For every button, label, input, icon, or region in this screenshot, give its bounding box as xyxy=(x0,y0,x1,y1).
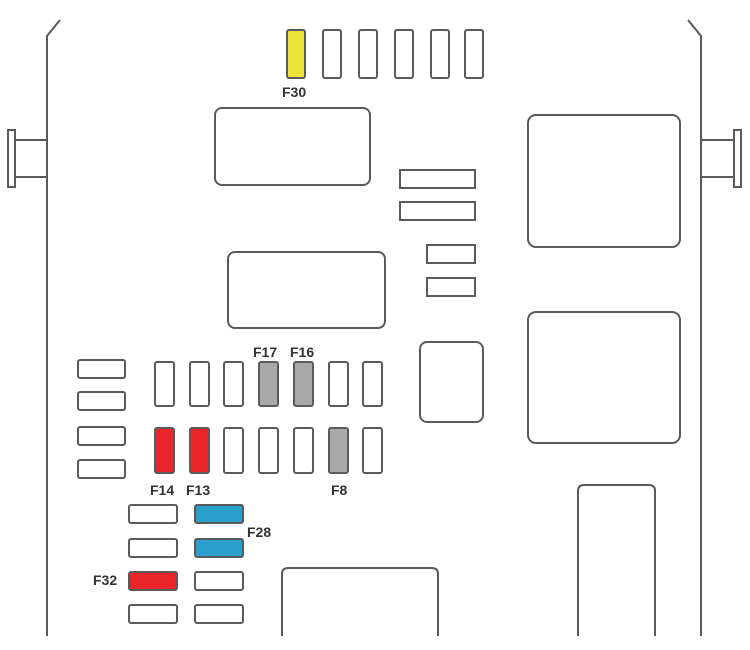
fuse-slot xyxy=(128,604,178,624)
fuse-slot xyxy=(77,459,126,479)
label-f13: F13 xyxy=(186,482,210,498)
housing-left-edge xyxy=(46,19,61,636)
fuse-f17 xyxy=(258,361,279,407)
relay-block xyxy=(214,107,371,186)
fuse-slot xyxy=(154,361,175,407)
fuse-slot xyxy=(426,277,476,297)
fuse-slot xyxy=(258,427,279,474)
fuse-slot xyxy=(464,29,484,79)
relay-block-large xyxy=(527,311,681,444)
fuse-f13 xyxy=(189,427,210,474)
fuse-slot xyxy=(430,29,450,79)
relay-block-bottom xyxy=(281,567,439,636)
fuse-slot xyxy=(358,29,378,79)
bottom-fuse-columns xyxy=(128,504,244,624)
fuse-f28 xyxy=(194,538,244,558)
label-f32: F32 xyxy=(93,572,117,588)
label-f14: F14 xyxy=(150,482,174,498)
fuse-f28 xyxy=(194,504,244,524)
left-clip xyxy=(7,129,16,188)
fuse-slot xyxy=(328,361,349,407)
top-fuse-row xyxy=(286,29,484,79)
fuse-f14 xyxy=(154,427,175,474)
housing-right-edge xyxy=(687,19,702,636)
label-f8: F8 xyxy=(331,482,348,498)
fuse-slot xyxy=(194,604,244,624)
middle-fuse-rows xyxy=(154,361,383,474)
label-f30: F30 xyxy=(282,84,306,100)
relay-block-small xyxy=(419,341,484,423)
right-clip xyxy=(733,129,742,188)
relay-block xyxy=(227,251,386,329)
label-f17: F17 xyxy=(253,344,277,360)
fuse-slot xyxy=(223,361,244,407)
relay-block-large xyxy=(527,114,681,248)
fuse-slot xyxy=(128,538,178,558)
fuse-slot xyxy=(394,29,414,79)
label-f16: F16 xyxy=(290,344,314,360)
fuse-slot xyxy=(426,244,476,264)
maxi-fuse xyxy=(399,169,476,189)
fuse-slot xyxy=(362,361,383,407)
fuse-slot xyxy=(362,427,383,474)
fuse-slot xyxy=(77,426,126,446)
fuse-slot xyxy=(293,427,314,474)
fuse-f16 xyxy=(293,361,314,407)
fuse-slot xyxy=(322,29,342,79)
label-f28: F28 xyxy=(247,524,271,540)
relay-block-tall xyxy=(577,484,656,636)
fuse-f30 xyxy=(286,29,306,79)
fuse-slot xyxy=(194,571,244,591)
fuse-slot xyxy=(223,427,244,474)
maxi-fuse xyxy=(399,201,476,221)
fuse-f32 xyxy=(128,571,178,591)
left-clip-connector xyxy=(13,139,48,178)
left-fuse-stack xyxy=(77,359,126,479)
right-clip-connector xyxy=(700,139,735,178)
fuse-slot xyxy=(77,359,126,379)
fuse-slot xyxy=(77,391,126,411)
fuse-slot xyxy=(128,504,178,524)
fuse-slot xyxy=(189,361,210,407)
fuse-f8 xyxy=(328,427,349,474)
